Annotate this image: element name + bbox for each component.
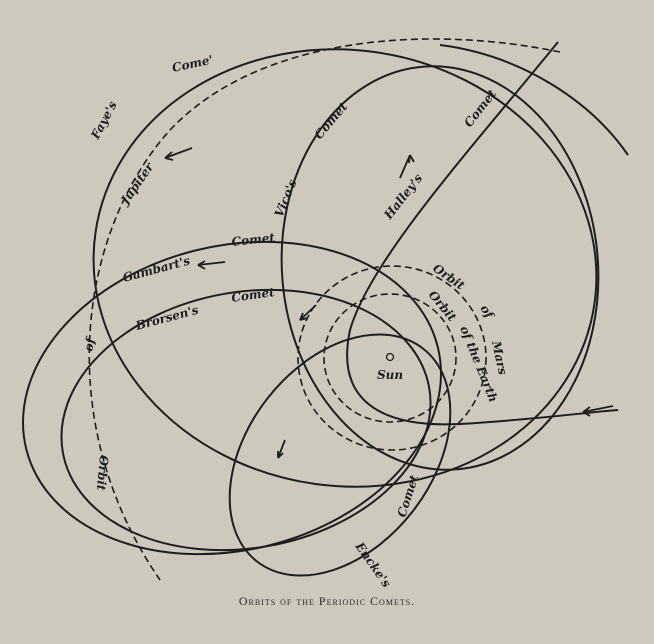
label-mars-3: Mars: [489, 339, 510, 377]
faye-comet-orbit-tail: [439, 44, 629, 156]
label-encke-1: Encke's: [352, 539, 394, 590]
halley-comet-orbit: [346, 41, 619, 426]
brorsen-comet-orbit: [60, 288, 432, 552]
label-brorsen-1: Brorsen's: [133, 303, 200, 333]
label-gambart-1: Gambart's: [121, 253, 192, 284]
arrow-icon: [582, 405, 614, 417]
label-jupiter-orbit: Orbit: [94, 455, 111, 492]
arrow-icon: [197, 260, 226, 270]
label-sun: Sun: [377, 368, 403, 382]
label-mars-2: of: [477, 302, 497, 322]
label-faye-2: Come': [171, 53, 215, 75]
orbit-of-mars: [297, 265, 487, 451]
orbit-of-jupiter: [88, 38, 561, 581]
sun-icon: [385, 352, 395, 362]
encke-comet-orbit: [228, 333, 452, 577]
label-vico-1: Vico's: [272, 177, 300, 219]
label-jupiter: Jupiter: [117, 159, 157, 208]
label-brorsen-2: Comet: [230, 285, 275, 305]
label-jupiter-of: of: [81, 335, 98, 353]
label-halley-2: Comet: [461, 87, 499, 130]
label-halley-1: Halley's: [381, 171, 426, 223]
direction-arrows: [164, 147, 614, 459]
label-faye-1: Faye's: [88, 99, 120, 143]
label-vico-2: Comet: [312, 99, 351, 142]
faye-comet-orbit: [92, 48, 598, 488]
figure-caption: Orbits of the Periodic Comets.: [238, 594, 416, 608]
vico-comet-orbit: [280, 65, 600, 471]
label-gambart-2: Comet: [231, 230, 276, 249]
orbit-of-earth: [323, 293, 457, 423]
arrow-icon: [164, 147, 193, 161]
arrow-icon: [299, 304, 317, 321]
arrow-icon: [399, 154, 415, 179]
arrow-icon: [277, 439, 286, 459]
